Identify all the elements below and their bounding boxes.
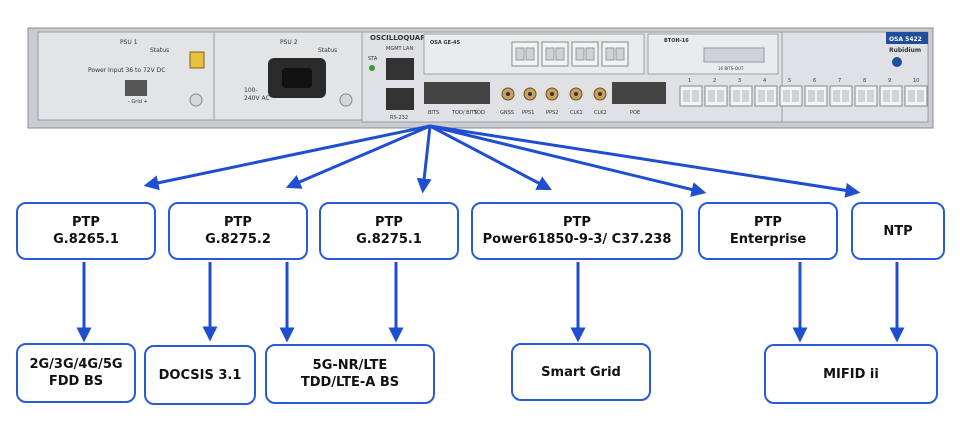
- ac-label-2: 240V AC: [244, 95, 270, 102]
- sfp-number: 9: [888, 78, 891, 84]
- port-label: CLK2: [594, 110, 607, 116]
- model-label: OSA 5422: [889, 36, 922, 43]
- sfp-port: [541, 41, 569, 67]
- osa5422-device: PSU 1 Status Power Input 36 to 72V DC - …: [27, 27, 934, 129]
- coax-port: [523, 87, 537, 101]
- protocol-box-ptp-g8265-1: PTP G.8265.1: [16, 202, 156, 260]
- port-label: PPS1: [522, 110, 534, 116]
- psu2-module: PSU 2 Status 100- 240V AC: [213, 31, 363, 121]
- psu1-module: PSU 1 Status Power Input 36 to 72V DC - …: [37, 31, 215, 121]
- application-box-smart-grid: Smart Grid: [511, 343, 651, 401]
- psu1-label: PSU 1: [120, 39, 138, 46]
- arrow-to-ptp-g8265: [143, 124, 431, 191]
- sfp-port: [571, 41, 599, 67]
- coax-port: [501, 87, 515, 101]
- protocol-box-ptp-g8275-2: PTP G.8275.2: [168, 202, 308, 260]
- port-label: POE: [630, 110, 640, 116]
- application-box-mifid: MIFID ii: [764, 344, 938, 404]
- port-label: TOD: [473, 110, 485, 116]
- sfp-port: 1: [679, 78, 703, 107]
- sfp-port: [601, 41, 629, 67]
- arrow-to-ptp-power: [429, 124, 552, 191]
- sfp-port: 7: [829, 78, 853, 107]
- sfp-number: 2: [713, 78, 716, 84]
- sfp-port: 4: [754, 78, 778, 107]
- port-label: BITS: [428, 110, 439, 116]
- port-label: GNSS: [500, 110, 514, 116]
- card1-label: OSA GE-4S: [430, 40, 461, 46]
- application-box-2g-5g-fdd: 2G/3G/4G/5G FDD BS: [16, 343, 136, 403]
- sfp-port: [511, 41, 539, 67]
- protocol-box-ptp-enterprise: PTP Enterprise: [698, 202, 838, 260]
- brand-label: OSCILLOQUARTZ: [370, 34, 435, 42]
- sfp-number: 7: [838, 78, 841, 84]
- sfp-port: 2: [704, 78, 728, 107]
- sfp-number: 5: [788, 78, 791, 84]
- status1-label: Status: [150, 47, 169, 54]
- card2-label: BTOH-16: [664, 38, 689, 44]
- application-box-docsis: DOCSIS 3.1: [144, 345, 256, 405]
- power-input-label: Power Input 36 to 72V DC: [88, 67, 165, 74]
- coax-port: [569, 87, 583, 101]
- sfp-port: 5: [779, 78, 803, 107]
- sfp-port: 8: [854, 78, 878, 107]
- sfp-port: 9: [879, 78, 903, 107]
- ac-label-1: 100-: [244, 87, 258, 94]
- sfp-number: 6: [813, 78, 816, 84]
- sfp-number: 3: [738, 78, 741, 84]
- grid-label: - Grid +: [128, 99, 148, 105]
- sfp-port: 3: [729, 78, 753, 107]
- port-label: TOD/ BITS: [451, 110, 477, 116]
- arrow-to-ptp-enterprise: [429, 124, 707, 197]
- port-label: PPS2: [546, 110, 558, 116]
- protocol-box-ptp-power: PTP Power61850-9-3/ C37.238: [471, 202, 683, 260]
- sfp-number: 4: [763, 78, 766, 84]
- protocol-box-ntp: NTP: [851, 202, 945, 260]
- bits-out-label: 16 BITS-OUT: [718, 66, 744, 71]
- sfp-port: 6: [804, 78, 828, 107]
- coax-port: [593, 87, 607, 101]
- model-sub-label: Rubidium: [889, 47, 921, 54]
- psu2-label: PSU 2: [280, 39, 298, 46]
- sfp-number: 10: [913, 78, 919, 84]
- protocol-box-ptp-g8275-1: PTP G.8275.1: [319, 202, 459, 260]
- sfp-port: 10: [904, 78, 928, 107]
- status2-label: Status: [318, 47, 337, 54]
- right-module: OSA 5422 Rubidium 1 2 3 4 5 6 7 8 9 10: [679, 31, 929, 123]
- mgmt-lan-label: MGMT LAN: [386, 46, 413, 52]
- sta-label: STA: [368, 56, 378, 62]
- poe-ports: [612, 82, 666, 104]
- sfp-number: 1: [688, 78, 691, 84]
- application-box-5g-nr-tdd: 5G-NR/LTE TDD/LTE-A BS: [265, 344, 435, 404]
- coax-port: [545, 87, 559, 101]
- port-label: CLK1: [570, 110, 583, 116]
- arrow-to-ptp-g8275-1: [416, 125, 432, 194]
- arrow-to-ntp: [429, 124, 861, 198]
- rs232-label: RS-232: [390, 115, 408, 121]
- main-module: OSCILLOQUARTZ STA MGMT LAN RS-232 OSA GE…: [361, 31, 783, 123]
- arrow-to-ptp-g8275-2: [285, 124, 431, 189]
- sfp-number: 8: [863, 78, 866, 84]
